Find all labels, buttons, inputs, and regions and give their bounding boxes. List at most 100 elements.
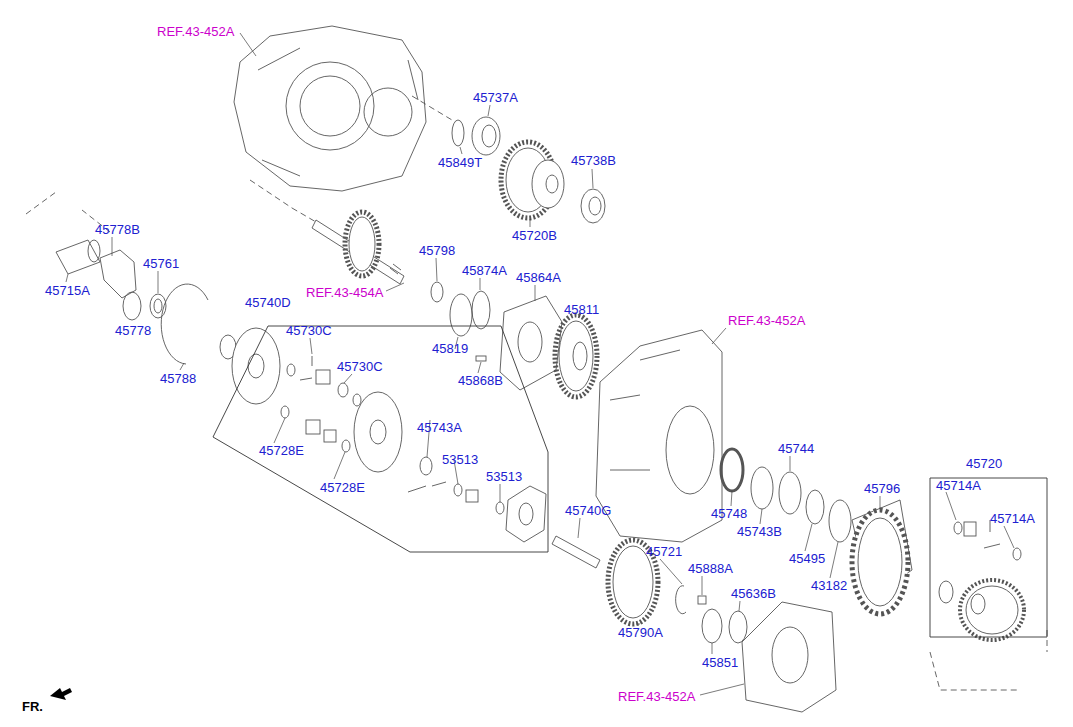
clutch-drum <box>858 518 902 606</box>
callout-number: 43182 <box>811 578 847 593</box>
snap-ring <box>161 284 208 364</box>
bearing-bore <box>589 197 601 215</box>
snap-ring <box>676 586 686 614</box>
callout-number: 45728E <box>259 443 304 458</box>
group-callout: 45720 <box>966 456 1002 471</box>
seal <box>154 299 162 313</box>
case-bore <box>286 62 374 150</box>
carrier-plate <box>506 486 546 542</box>
ring <box>123 292 141 320</box>
callout-number: 45720B <box>512 228 557 243</box>
callout-number: 45743A <box>417 420 462 435</box>
callout-number: 45744 <box>778 441 814 456</box>
callout-number: 45874A <box>462 263 507 278</box>
callout-number: 45864A <box>516 270 561 285</box>
washer <box>431 282 443 302</box>
callout-number: 45778 <box>115 323 151 338</box>
bearing-bore <box>482 125 496 147</box>
shaft-spline <box>390 264 401 274</box>
leader-line <box>66 33 1014 695</box>
transmission-case <box>596 330 722 542</box>
group-outline-path <box>213 326 548 552</box>
callout-number: 45868B <box>458 373 503 388</box>
ring <box>721 449 743 491</box>
callout-number: 45888A <box>688 561 733 576</box>
callout-number: 45730C <box>337 359 383 374</box>
callout-number: 53513 <box>442 452 478 467</box>
needle-bearing <box>324 430 336 442</box>
callout-number: 45811 <box>564 302 599 317</box>
ring <box>779 472 801 514</box>
thrust-washer <box>472 291 490 329</box>
washer <box>287 364 295 376</box>
case-bore <box>666 406 714 494</box>
carrier-bore <box>971 594 985 614</box>
callout-number: 45728E <box>320 480 365 495</box>
ring <box>806 490 824 524</box>
bearing <box>581 189 605 223</box>
needle-bearing <box>466 490 478 502</box>
callout-number: 45714A <box>990 511 1035 526</box>
callout-number: 45788 <box>160 371 196 386</box>
clip <box>698 596 706 604</box>
callout-number: 45849T <box>438 155 482 170</box>
washer <box>454 484 462 496</box>
reference-note: REF.43-452A <box>157 24 234 39</box>
case-rib <box>258 48 418 176</box>
carrier-plate <box>232 328 280 404</box>
callout-number: 53513 <box>486 469 522 484</box>
ring <box>751 467 773 509</box>
driven-gear <box>555 315 597 397</box>
carrier-bore <box>248 354 264 378</box>
illustration-group <box>26 26 1047 712</box>
needle-bearing <box>306 420 320 434</box>
callout-number: 45796 <box>864 481 900 496</box>
retainer-plate <box>100 250 136 298</box>
shaft <box>56 240 100 274</box>
washer <box>496 502 504 514</box>
pinion-pin <box>300 356 312 380</box>
part-group-box: 45740D <box>213 292 549 554</box>
reference-note: REF.43-452A <box>618 689 695 704</box>
oil-plate-bore <box>518 322 542 362</box>
carrier-bore <box>370 420 386 444</box>
case-rib <box>610 350 680 470</box>
bolt <box>476 356 486 361</box>
group-callout: 45740D <box>245 295 291 310</box>
carrier-bore <box>519 503 533 525</box>
differential-hub <box>546 175 558 193</box>
planetary-carrier <box>966 586 1018 634</box>
callout-number: 45737A <box>473 90 518 105</box>
ring <box>702 609 722 643</box>
reference-line <box>250 96 452 222</box>
shaft <box>552 536 600 568</box>
washer <box>420 457 432 475</box>
callout-number: 45798 <box>419 243 455 258</box>
bearing <box>472 117 500 155</box>
seal <box>729 611 747 643</box>
callout-number: 45778B <box>95 222 140 237</box>
shaft-end <box>88 240 100 262</box>
washer <box>353 394 361 406</box>
callout-number: 45714A <box>936 478 981 493</box>
callout-number: 45790A <box>618 625 663 640</box>
clutch-drum <box>852 510 908 614</box>
transmission-case <box>234 26 426 191</box>
washer <box>939 581 953 603</box>
callout-number: 45636B <box>731 586 776 601</box>
washer <box>281 406 289 418</box>
reference-note: REF.43-454A <box>306 285 383 300</box>
group-outline-path <box>930 478 1047 637</box>
callout-number: 45851 <box>702 655 738 670</box>
washer <box>338 383 348 397</box>
callout-number: 45761 <box>143 256 179 271</box>
carrier <box>354 392 402 472</box>
snap-ring <box>829 500 851 542</box>
front-arrow <box>50 688 72 700</box>
differential-case <box>532 160 564 208</box>
washer <box>342 440 350 452</box>
cover-bore <box>772 627 808 683</box>
driven-gear <box>559 321 593 391</box>
